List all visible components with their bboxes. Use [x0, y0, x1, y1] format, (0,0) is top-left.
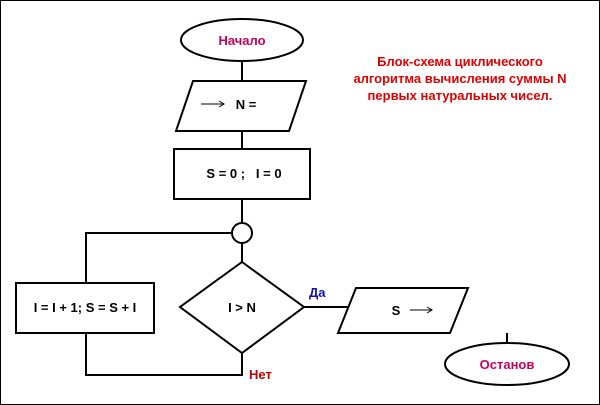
input-block	[174, 80, 308, 132]
no-label: Нет	[249, 367, 272, 382]
input-arrowhead-icon	[218, 100, 225, 108]
line-loop-return	[85, 232, 232, 283]
condition-label: I > N	[228, 300, 256, 315]
output-label: S	[392, 303, 401, 318]
condition-diamond	[178, 260, 306, 355]
start-terminator	[180, 18, 304, 62]
init-label: S = 0 ; I = 0	[206, 166, 281, 181]
init-process-block	[173, 148, 311, 200]
output-arrowhead-icon	[426, 306, 433, 314]
caption-line: первых натуральных чисел.	[367, 88, 553, 103]
end-label: Останов	[480, 357, 535, 372]
caption-line: Блок-схема циклического	[377, 54, 543, 69]
output-block	[336, 287, 470, 334]
diagram-caption: Блок-схема циклического алгоритма вычисл…	[340, 53, 580, 104]
junction-connector	[231, 222, 253, 244]
yes-label: Да	[309, 285, 326, 300]
start-label: Начало	[218, 33, 265, 48]
line-no-branch	[85, 333, 243, 376]
caption-line: алгоритма вычисления суммы N	[353, 71, 567, 86]
input-label: N =	[236, 97, 257, 112]
connector-lines	[85, 61, 508, 376]
loop-label: I = I + 1; S = S + I	[34, 300, 137, 315]
end-terminator	[444, 342, 570, 386]
loop-process-block	[15, 282, 155, 334]
